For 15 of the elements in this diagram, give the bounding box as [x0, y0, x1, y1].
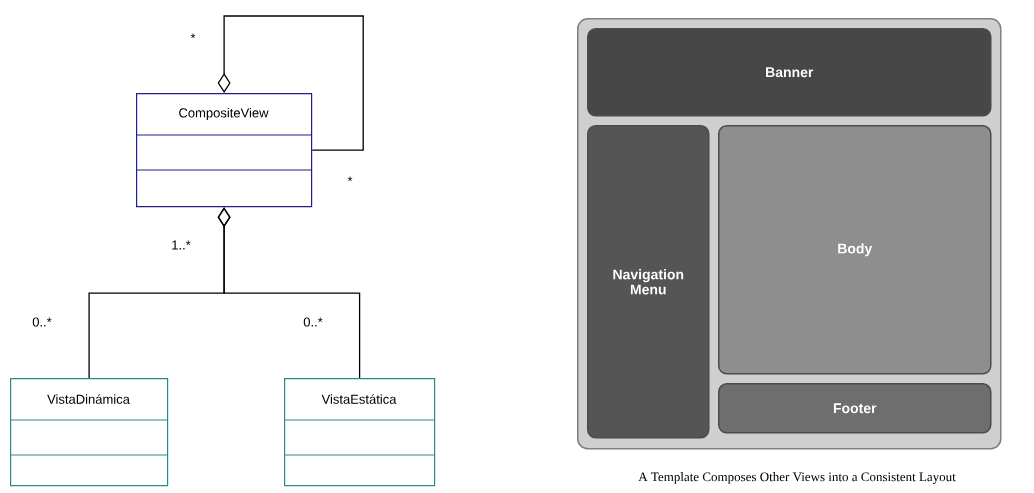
class-box: VistaDinámica: [9, 378, 169, 487]
multiplicity-label: 0..*: [32, 317, 52, 327]
multiplicity-label: *: [347, 176, 353, 182]
layout-panel: Banner: [587, 28, 992, 117]
multiplicity-label: *: [190, 33, 196, 39]
aggregation-line: [217, 207, 361, 379]
layout-panel: Footer: [718, 383, 992, 434]
caption: A Template Composes Other Views into a Consistent Layout: [638, 472, 956, 484]
layout-panel: Body: [718, 125, 992, 375]
class-box: CompositeView: [135, 93, 313, 208]
class-box: VistaEstática: [283, 378, 436, 487]
aggregation-line: [217, 15, 364, 151]
multiplicity-label: 1..*: [172, 240, 191, 250]
layout-panel: Navigation Menu: [587, 125, 710, 439]
multiplicity-label: 0..*: [303, 317, 323, 327]
